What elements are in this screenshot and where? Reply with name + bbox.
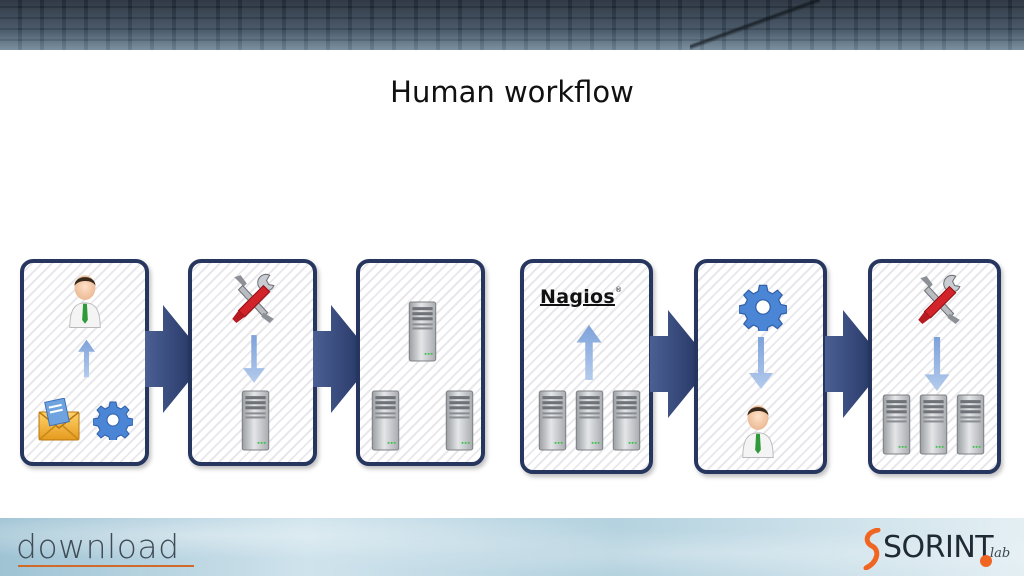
download-logo-text: download <box>16 527 180 566</box>
gear-icon <box>739 283 787 331</box>
tools-icon <box>226 271 278 323</box>
server-icon <box>408 301 437 362</box>
server-icon <box>445 390 474 451</box>
arrow-down-icon <box>243 335 265 383</box>
user-icon <box>739 400 777 458</box>
header-banner <box>0 0 1024 50</box>
server-icon <box>919 394 948 455</box>
server-icon <box>371 390 400 451</box>
arrow-down-icon <box>924 337 950 391</box>
server-icon <box>575 390 604 451</box>
arrow-up-icon <box>78 337 95 380</box>
slide-title: Human workflow <box>390 75 634 109</box>
server-icon <box>882 394 911 455</box>
sorint-logo-dot <box>980 555 992 567</box>
nagios-label: Nagios <box>540 286 615 308</box>
sorint-logo-text: SORINT <box>883 530 994 565</box>
tools-icon <box>912 272 964 324</box>
sorint-logo-suffix: lab <box>990 546 1011 561</box>
mail-icon <box>37 398 81 442</box>
banner-texture <box>690 0 820 50</box>
download-logo-underline <box>18 565 194 567</box>
server-icon <box>612 390 641 451</box>
user-icon <box>66 270 104 328</box>
sorint-swirl-icon <box>863 528 881 570</box>
arrow-up-icon <box>576 325 602 380</box>
nagios-registered-mark: ® <box>615 286 623 294</box>
server-icon <box>538 390 567 451</box>
server-icon <box>956 394 985 455</box>
gear-icon <box>93 400 133 440</box>
arrow-down-icon <box>748 337 774 389</box>
nagios-logo: Nagios® <box>540 286 622 308</box>
server-icon <box>241 390 270 451</box>
